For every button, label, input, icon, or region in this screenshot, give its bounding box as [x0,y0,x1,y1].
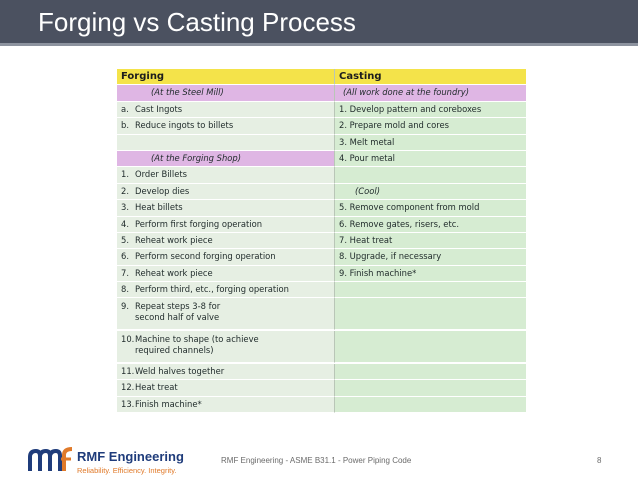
step-number: 1. [121,169,129,180]
forging-step: 2. Develop dies [117,183,335,201]
forging-subheading: (At the Steel Mill) [117,85,335,102]
table-row: 4. Perform first forging operation 6. Rem… [117,216,526,233]
step-text: Repeat steps 3-8 for [135,301,221,312]
step-number: 13. [121,398,135,409]
step-number: b. [121,120,129,131]
step-number: 4. [121,218,129,229]
title-bar-accent [0,43,638,46]
casting-step [335,282,526,299]
forging-step: 11.Weld halves together [117,364,335,381]
step-text: Cast Ingots [135,103,183,114]
casting-step [335,396,526,414]
forging-step: 5. Reheat work piece [117,232,335,250]
step-text-continued: second half of valve [135,312,220,323]
casting-step [335,167,526,184]
casting-step: 7. Heat treat [335,232,526,250]
table-row: 6. Perform second forging operation 8. Up… [117,249,526,266]
step-text: Weld halves together [135,366,225,377]
forging-step: a. Cast Ingots [117,101,335,119]
step-text-continued: required channels) [135,345,214,356]
table-header-row: Forging Casting [117,69,526,86]
table-row: (At the Steel Mill) (All work done at th… [117,85,526,102]
step-text: Machine to shape (to achieve [135,334,259,345]
step-text: Reheat work piece [135,234,213,245]
casting-header: Casting [335,69,526,86]
step-number: 5. [121,234,129,245]
casting-step [335,331,526,364]
forging-step: 1. Order Billets [117,167,335,184]
casting-step: 1. Develop pattern and coreboxes [335,101,526,119]
table-row: 8. Perform third, etc., forging operation [117,282,526,299]
step-text: Order Billets [135,169,187,180]
table-row: 7. Reheat work piece 9. Finish machine* [117,265,526,283]
step-text: Heat treat [135,382,178,393]
forging-step: 8. Perform third, etc., forging operation [117,282,335,299]
forging-step: 4. Perform first forging operation [117,216,335,233]
step-text: Perform first forging operation [135,218,263,229]
rmf-logo-icon [28,447,73,471]
step-number: 9. [121,301,129,312]
casting-step: 9. Finish machine* [335,265,526,283]
table-row: 12.Heat treat [117,380,526,397]
casting-step [335,380,526,397]
casting-step: 4. Pour metal [335,150,526,168]
table-row: (At the Forging Shop) 4. Pour metal [117,150,526,168]
casting-step: 2. Prepare mold and cores [335,118,526,135]
step-text: Reduce ingots to billets [135,120,234,131]
slide-title: Forging vs Casting Process [38,7,356,37]
brand-tagline: Reliability. Efficiency. Integrity. [77,466,177,475]
step-text: Reheat work piece [135,267,213,278]
forging-step: 6. Perform second forging operation [117,249,335,266]
forging-step: 3. Heat billets [117,200,335,217]
forging-subheading: (At the Forging Shop) [117,150,335,168]
step-number: 11. [121,366,135,377]
logo-text: RMF Engineering Reliability. Efficiency.… [77,450,184,476]
casting-step [335,364,526,381]
table-row: 11.Weld halves together [117,364,526,381]
step-text: Perform third, etc., forging operation [135,284,289,295]
step-number: 3. [121,202,129,213]
forging-step: 13.Finish machine* [117,396,335,414]
title-bar [0,0,638,46]
step-number: 7. [121,267,129,278]
step-number: 6. [121,251,129,262]
step-text: Finish machine* [135,398,202,409]
table-row: 13.Finish machine* [117,396,526,414]
step-text: Heat billets [135,202,183,213]
table-row: 1. Order Billets [117,167,526,184]
casting-step: 8. Upgrade, if necessary [335,249,526,266]
forging-step: b. Reduce ingots to billets [117,118,335,135]
casting-subheading: (All work done at the foundry) [335,85,526,102]
step-number: a. [121,103,129,114]
casting-step: 5. Remove component from mold [335,200,526,217]
casting-step [335,298,526,331]
page-number: 8 [597,456,602,465]
table-row: 2. Develop dies (Cool) [117,183,526,201]
forging-step [117,134,335,151]
brand-name: RMF Engineering [77,449,184,464]
table-row: a. Cast Ingots 1. Develop pattern and cor… [117,101,526,119]
casting-cool-note: (Cool) [335,183,526,201]
casting-step: 3. Melt metal [335,134,526,151]
step-text: Develop dies [135,185,190,196]
forging-header: Forging [117,69,335,86]
forging-step: 12.Heat treat [117,380,335,397]
step-number: 10. [121,334,135,345]
table-row: 5. Reheat work piece 7. Heat treat [117,232,526,250]
step-text: Perform second forging operation [135,251,276,262]
table-row: 3. Melt metal [117,134,526,151]
forging-step: 7. Reheat work piece [117,265,335,283]
step-number: 8. [121,284,129,295]
table-row: 3. Heat billets 5. Remove component from … [117,200,526,217]
casting-step: 6. Remove gates, risers, etc. [335,216,526,233]
step-number: 2. [121,185,129,196]
table-row: b. Reduce ingots to billets 2. Prepare mo… [117,118,526,135]
slide-footer: RMF Engineering - ASME B31.1 - Power Pip… [221,456,412,465]
step-number: 12. [121,382,135,393]
comparison-table: Forging Casting (At the Steel Mill) (All… [117,69,526,414]
